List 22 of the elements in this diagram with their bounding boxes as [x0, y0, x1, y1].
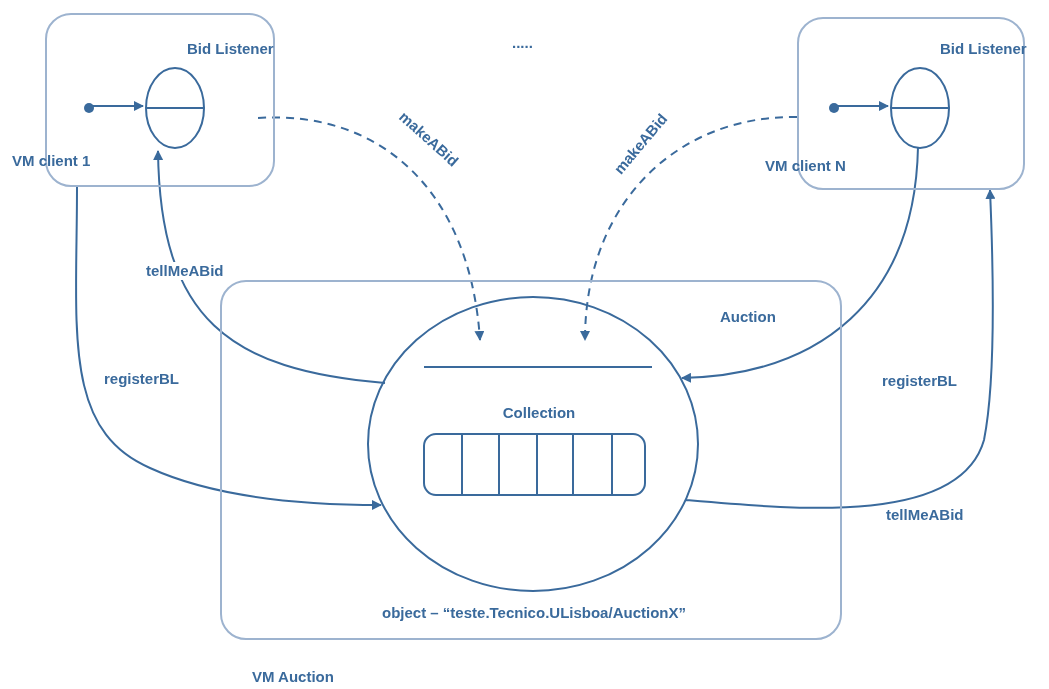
dashed-arrow	[257, 116, 484, 341]
start-dot	[829, 103, 839, 113]
box-title: VM Auction	[252, 668, 334, 686]
arrow	[91, 101, 144, 111]
auction-object-circle	[367, 296, 699, 592]
arrow	[684, 189, 996, 509]
start-dot	[84, 103, 94, 113]
arrow	[836, 101, 889, 111]
arrow	[75, 186, 382, 510]
edge-label: tellMeABid	[144, 262, 226, 280]
object-name: object – “teste.Tecnico.ULisboa/AuctionX”	[382, 604, 686, 622]
edge-label: registerBL	[102, 370, 182, 388]
dashed-arrow	[580, 116, 798, 341]
edge-label: registerBL	[880, 372, 960, 390]
box-title: Auction	[720, 308, 776, 326]
object-title: Bid Listener	[187, 40, 274, 58]
object-title: Bid Listener	[940, 40, 1027, 58]
box-title: VM client 1	[12, 152, 91, 170]
box-title: VM client N	[765, 157, 846, 175]
collection-label: Collection	[502, 404, 576, 422]
arrow	[153, 150, 386, 384]
arrow	[681, 146, 919, 383]
